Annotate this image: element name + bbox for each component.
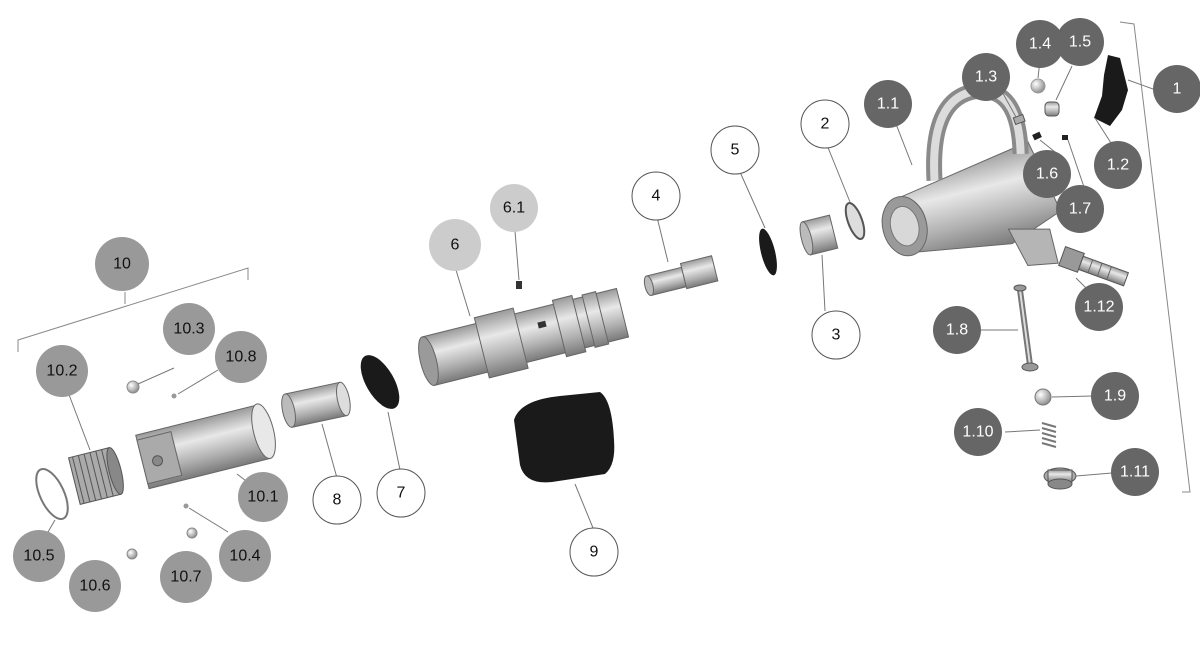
callout-2: 2 xyxy=(800,99,850,149)
svg-text:1.6: 1.6 xyxy=(1036,166,1058,183)
svg-text:2: 2 xyxy=(821,116,830,133)
svg-text:10.8: 10.8 xyxy=(225,349,256,366)
svg-text:1.3: 1.3 xyxy=(975,69,997,86)
ball-10-6-part xyxy=(126,548,138,560)
callout-3: 3 xyxy=(811,310,861,360)
retainer-10-1-part xyxy=(135,403,276,490)
ball-10-7-part xyxy=(186,527,198,539)
assembly-1-bracket xyxy=(1119,21,1191,493)
pin-6-1-part xyxy=(516,281,522,289)
callout-10-7: 10.7 xyxy=(160,551,212,603)
svg-text:10.2: 10.2 xyxy=(46,363,77,380)
callout-10-6: 10.6 xyxy=(69,560,121,612)
snap-ring-10-5-part xyxy=(35,468,69,520)
svg-text:10: 10 xyxy=(113,256,131,273)
callout-4: 4 xyxy=(631,171,681,221)
svg-text:6.1: 6.1 xyxy=(503,200,525,217)
svg-text:10.3: 10.3 xyxy=(173,321,204,338)
knurled-ring-10-2-part xyxy=(67,447,124,506)
svg-text:1: 1 xyxy=(1173,81,1182,98)
callout-8: 8 xyxy=(312,475,362,525)
svg-text:10.1: 10.1 xyxy=(247,489,278,506)
svg-text:1.11: 1.11 xyxy=(1120,464,1150,481)
svg-text:1.4: 1.4 xyxy=(1029,36,1051,53)
ball-10-8-part xyxy=(171,393,177,399)
bushing-3-part xyxy=(799,214,839,256)
callout-1-6: 1.6 xyxy=(1023,150,1071,198)
barrel-6-part xyxy=(418,287,630,386)
callout-1-2: 1.2 xyxy=(1094,141,1142,189)
washer-2-part xyxy=(844,201,866,241)
callout-9: 9 xyxy=(569,527,619,577)
svg-text:10.6: 10.6 xyxy=(79,578,110,595)
spring-1-10-part xyxy=(1041,422,1057,448)
callout-6: 6 xyxy=(429,219,481,271)
svg-text:6: 6 xyxy=(451,237,460,254)
assembly-10-bracket xyxy=(17,267,249,352)
callout-1-8: 1.8 xyxy=(933,306,981,354)
svg-text:10.4: 10.4 xyxy=(229,548,260,565)
svg-text:1.8: 1.8 xyxy=(946,322,968,339)
callout-1-7: 1.7 xyxy=(1056,185,1104,233)
ring-7-part xyxy=(360,355,400,409)
callout-1-12: 1.12 xyxy=(1075,283,1123,331)
callout-7: 7 xyxy=(376,468,426,518)
callout-10-3: 10.3 xyxy=(163,303,215,355)
callout-5: 5 xyxy=(710,125,760,175)
svg-text:7: 7 xyxy=(397,485,406,502)
svg-text:1.12: 1.12 xyxy=(1083,299,1114,316)
callout-10-8: 10.8 xyxy=(215,331,267,383)
svg-text:10.7: 10.7 xyxy=(170,569,201,586)
trigger-part xyxy=(1094,55,1128,126)
svg-text:4: 4 xyxy=(652,188,661,205)
svg-text:9: 9 xyxy=(590,544,599,561)
svg-text:1.1: 1.1 xyxy=(877,96,899,113)
grip-9-part xyxy=(514,392,615,483)
callout-10-4: 10.4 xyxy=(219,530,271,582)
cap-1-11-part xyxy=(1043,467,1077,490)
valve-stem-part xyxy=(1013,284,1039,372)
callout-6-1: 6.1 xyxy=(490,184,538,232)
pin-1-6-part xyxy=(1032,131,1042,141)
callout-1-11: 1.11 xyxy=(1111,448,1159,496)
sleeve-8-part xyxy=(281,381,351,428)
svg-text:10.5: 10.5 xyxy=(23,548,54,565)
callout-10-1: 10.1 xyxy=(238,472,288,522)
svg-text:1.10: 1.10 xyxy=(962,424,993,441)
ball-10-4-part xyxy=(183,503,189,509)
ball-1-4-part xyxy=(1030,78,1046,94)
callout-10: 10 xyxy=(95,237,149,291)
hose-fitting-part xyxy=(1058,245,1130,287)
callout-10-5: 10.5 xyxy=(13,530,65,582)
svg-text:1.2: 1.2 xyxy=(1107,157,1129,174)
svg-text:1.7: 1.7 xyxy=(1069,201,1091,218)
callout-1-1: 1.1 xyxy=(864,80,912,128)
callout-1-3: 1.3 xyxy=(962,53,1010,101)
callout-1-10: 1.10 xyxy=(954,408,1002,456)
callout-1-4: 1.4 xyxy=(1016,20,1064,68)
svg-text:1.9: 1.9 xyxy=(1104,388,1126,405)
oring-5-part xyxy=(759,228,777,276)
callout-1-9: 1.9 xyxy=(1091,372,1139,420)
callout-1-5: 1.5 xyxy=(1056,18,1104,66)
ball-10-3-part xyxy=(126,380,140,394)
pin-1-7-part xyxy=(1062,135,1068,140)
callout-1: 1 xyxy=(1153,65,1200,113)
svg-text:5: 5 xyxy=(731,142,740,159)
ball-1-9-part xyxy=(1034,388,1052,406)
svg-text:3: 3 xyxy=(832,327,841,344)
callout-10-2: 10.2 xyxy=(36,345,88,397)
pin-1-3-part xyxy=(1012,113,1026,126)
valve-4-part xyxy=(643,255,719,297)
svg-text:1.5: 1.5 xyxy=(1069,34,1091,51)
svg-text:8: 8 xyxy=(333,492,342,509)
plug-1-5-part xyxy=(1044,101,1060,117)
